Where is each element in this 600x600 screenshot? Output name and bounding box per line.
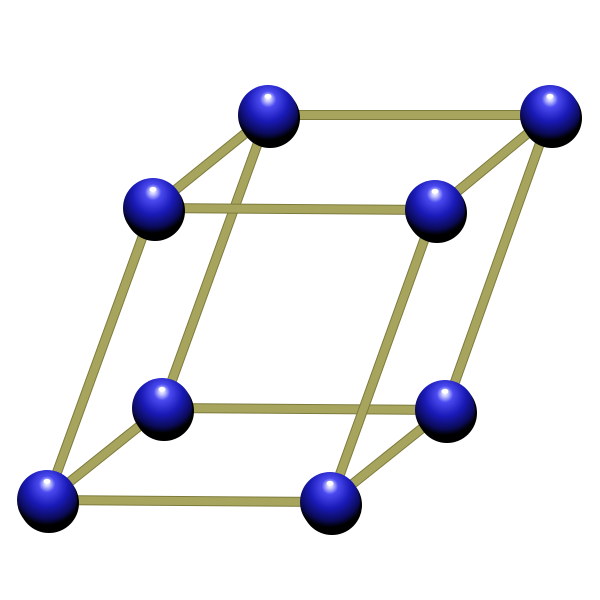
atom-highlight xyxy=(43,478,51,484)
bond-back-bottom-right-to-back-top-right xyxy=(441,113,554,412)
bond-front-top-left-to-front-top-right xyxy=(152,204,436,214)
atom-front-top-left xyxy=(123,178,185,241)
bond-front-bottom-left-to-front-top-left xyxy=(43,206,157,502)
atom-sphere xyxy=(520,85,580,145)
atom-front-bottom-right xyxy=(300,472,362,535)
atom-front-top-right xyxy=(405,180,467,243)
bond-front-bottom-right-to-front-top-right xyxy=(326,208,439,504)
atom-highlight xyxy=(441,388,449,394)
atom-highlight xyxy=(158,386,166,392)
atom-sphere xyxy=(238,85,298,145)
atom-highlight xyxy=(149,186,157,192)
atom-back-top-right xyxy=(520,85,582,148)
atom-highlight xyxy=(546,93,554,99)
atom-sphere xyxy=(300,472,360,532)
atom-back-bottom-right xyxy=(415,380,477,443)
atom-sphere xyxy=(132,378,192,438)
atom-sphere xyxy=(123,178,183,238)
atom-sphere xyxy=(405,180,465,240)
atom-back-bottom-left xyxy=(132,378,194,441)
atom-sphere xyxy=(17,470,77,530)
bond-back-bottom-left-to-back-bottom-right xyxy=(161,404,446,414)
bonds xyxy=(42,110,555,507)
bond-front-bottom-left-to-front-bottom-right xyxy=(46,496,331,506)
atom-highlight xyxy=(326,480,334,486)
atoms xyxy=(17,85,582,535)
atom-highlight xyxy=(264,93,272,99)
atom-back-top-left xyxy=(238,85,300,148)
bond-back-bottom-left-to-back-top-left xyxy=(158,113,272,410)
atom-front-bottom-left xyxy=(17,470,79,533)
atom-sphere xyxy=(415,380,475,440)
atom-highlight xyxy=(431,188,439,194)
